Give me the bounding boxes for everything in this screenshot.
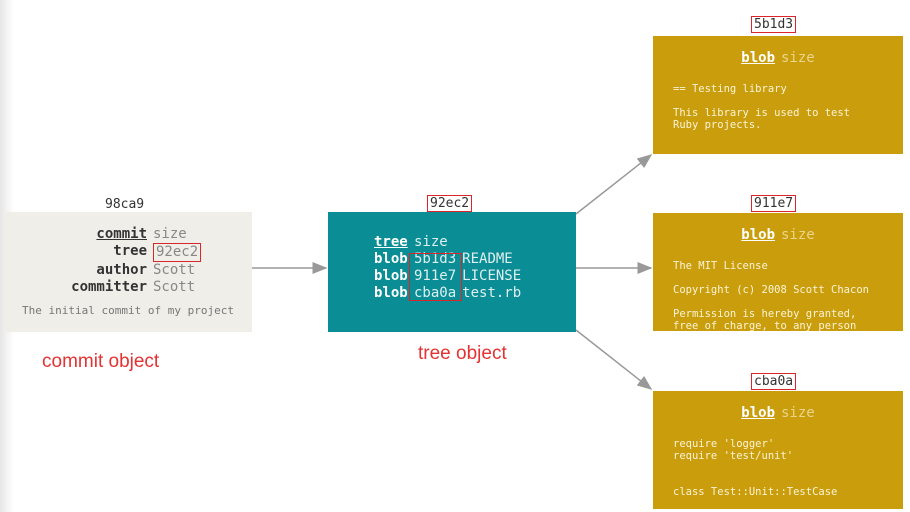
commit-object-caption: commit object bbox=[42, 351, 160, 372]
blob-size: size bbox=[781, 405, 815, 421]
blob-size: size bbox=[781, 50, 815, 66]
commit-size: size bbox=[153, 226, 187, 242]
tree-row: blob 911e7 LICENSE bbox=[374, 268, 521, 285]
commit-row: tree 92ec2 bbox=[4, 243, 252, 262]
blob-hash-label: 5b1d3 bbox=[751, 16, 797, 33]
tree-key: tree bbox=[374, 234, 408, 250]
blob-key: blob bbox=[741, 50, 775, 66]
tree-ref-hash: 92ec2 bbox=[153, 243, 202, 262]
blob-content-line: Copyright (c) 2008 Scott Chacon bbox=[673, 284, 869, 296]
blob-filename: LICENSE bbox=[462, 268, 522, 284]
blob-content-line: class Test::Unit::TestCase bbox=[673, 486, 838, 498]
blob-filename: test.rb bbox=[462, 285, 522, 301]
blob-content-line: == Testing library bbox=[673, 83, 787, 95]
commit-object-box: commit size tree 92ec2 author Scott comm… bbox=[4, 212, 252, 332]
blob-hash-label: cba0a bbox=[751, 373, 797, 390]
blob-object-box: blob size The MIT License Copyright (c) 2… bbox=[653, 213, 903, 331]
tree-row: blob 5b1d3 README bbox=[374, 251, 521, 268]
blob-size: size bbox=[781, 227, 815, 243]
blob-hash: 5b1d3 bbox=[414, 251, 457, 267]
blob-key: blob bbox=[374, 251, 408, 267]
author-value: Scott bbox=[153, 262, 196, 278]
tree-size: size bbox=[414, 234, 448, 250]
blob-content-line: require 'test/unit' bbox=[673, 450, 794, 462]
committer-value: Scott bbox=[153, 279, 196, 295]
blob-hash-highlight bbox=[409, 253, 462, 301]
blob-hash: 911e7 bbox=[414, 268, 457, 284]
blob-content-line: This library is used to test bbox=[673, 107, 851, 119]
blob-header: blob size bbox=[653, 405, 903, 421]
commit-row: commit size bbox=[4, 226, 252, 243]
blob-object-box: blob size == Testing library This library… bbox=[653, 36, 903, 154]
commit-key: commit bbox=[96, 226, 147, 242]
tree-row: tree size bbox=[374, 234, 521, 251]
blob-filename: README bbox=[462, 251, 513, 267]
blob-content-line: require 'logger' bbox=[673, 438, 775, 450]
blob-key: blob bbox=[374, 285, 408, 301]
blob-content-line: The MIT License bbox=[673, 260, 768, 272]
blob-key: blob bbox=[741, 227, 775, 243]
blob-content-line: Ruby projects. bbox=[673, 119, 762, 131]
tree-object-caption: tree object bbox=[418, 343, 507, 364]
commit-message: The initial commit of my project bbox=[22, 304, 234, 317]
committer-key: committer bbox=[71, 279, 147, 295]
commit-hash: 98ca9 bbox=[105, 197, 145, 212]
author-key: author bbox=[96, 262, 147, 278]
tree-row: blob cba0a test.rb bbox=[374, 285, 521, 302]
commit-row: committer Scott bbox=[4, 279, 252, 296]
blob-header: blob size bbox=[653, 227, 903, 243]
blob-key: blob bbox=[741, 405, 775, 421]
tree-hash: 92ec2 bbox=[427, 195, 473, 212]
commit-row: author Scott bbox=[4, 262, 252, 279]
tree-key: tree bbox=[113, 243, 147, 259]
blob-content-line: free of charge, to any person bbox=[673, 320, 857, 331]
blob-hash: cba0a bbox=[414, 285, 457, 301]
arrow-tree-to-blob-3 bbox=[575, 329, 653, 390]
blob-hash-label: 911e7 bbox=[751, 195, 797, 212]
blob-key: blob bbox=[374, 268, 408, 284]
blob-content-line: Permission is hereby granted, bbox=[673, 308, 857, 320]
blob-header: blob size bbox=[653, 50, 903, 66]
tree-object-box: tree size blob 5b1d3 README blob 911e7 L… bbox=[328, 212, 576, 332]
blob-object-box: blob size require 'logger' require 'test/… bbox=[653, 391, 903, 509]
arrow-tree-to-blob-1 bbox=[575, 154, 653, 215]
